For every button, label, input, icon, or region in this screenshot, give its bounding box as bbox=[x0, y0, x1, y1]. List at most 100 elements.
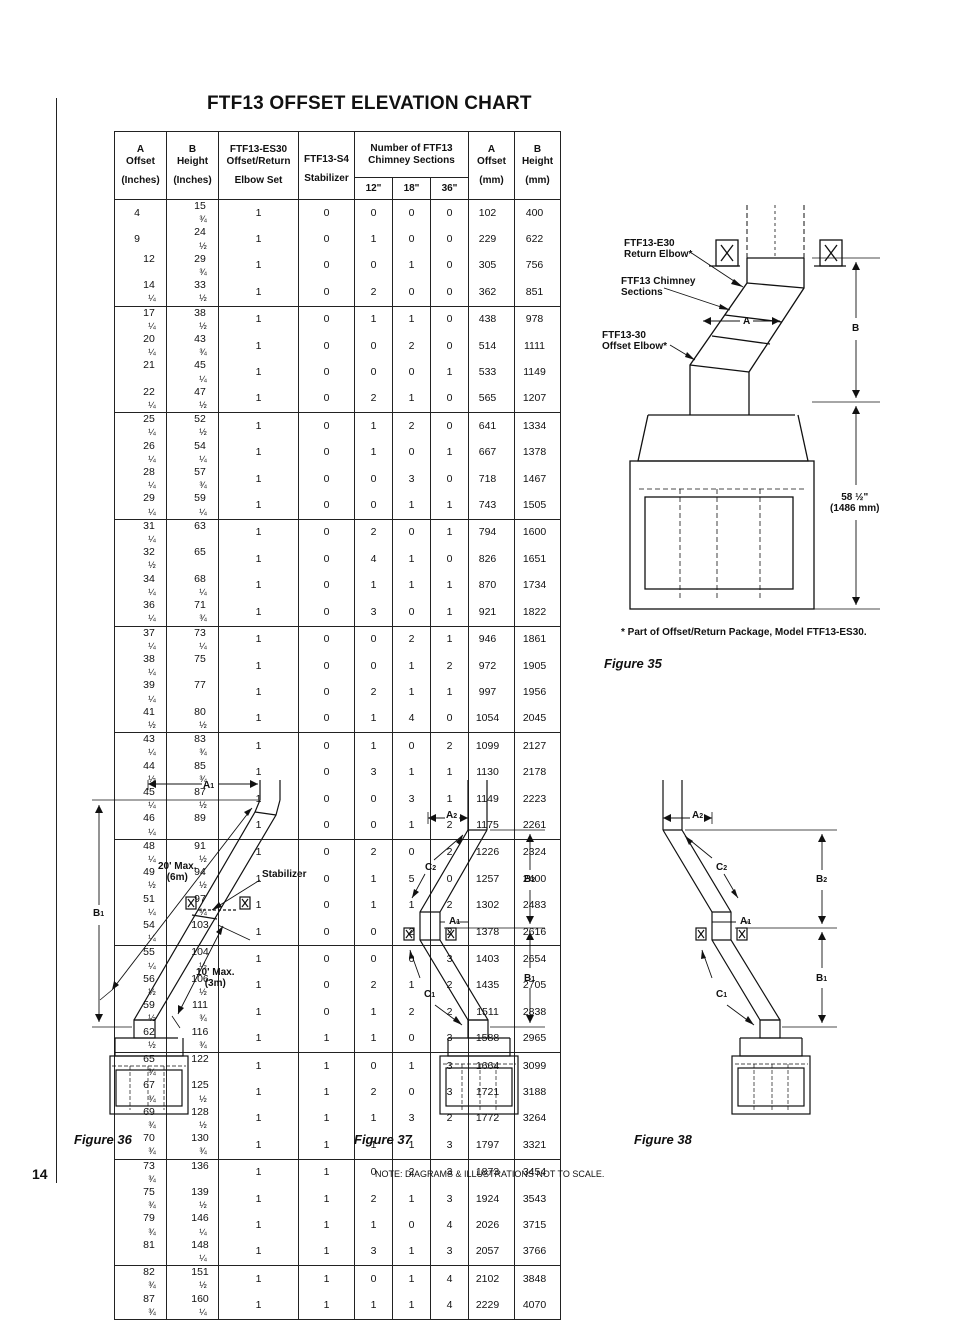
cell-a-inches: 73¾ bbox=[114, 1158, 167, 1187]
cell-a-mm: 305 bbox=[468, 252, 515, 280]
cell-s4: 0 bbox=[298, 732, 355, 760]
cell-12in: 1 bbox=[354, 732, 393, 760]
cell-a-inches: 4 bbox=[114, 199, 167, 227]
cell-b-mm: 1207 bbox=[514, 385, 561, 413]
cell-b-mm: 2045 bbox=[514, 705, 561, 733]
cell-18in: 1 bbox=[392, 492, 431, 520]
cell-18in: 1 bbox=[392, 1238, 431, 1266]
cell-b-mm: 3543 bbox=[514, 1186, 561, 1213]
cell-12in: 2 bbox=[354, 279, 393, 307]
cell-18in: 1 bbox=[392, 385, 431, 413]
cell-b-mm: 2127 bbox=[514, 732, 561, 760]
cell-es30: 1 bbox=[218, 679, 299, 706]
cell-36in: 1 bbox=[430, 518, 469, 547]
cell-s4: 0 bbox=[298, 252, 355, 280]
cell-12in: 0 bbox=[354, 918, 393, 946]
cell-a-mm: 1772 bbox=[468, 1105, 515, 1133]
cell-b-inches: 43¾ bbox=[166, 333, 219, 360]
label-b: B bbox=[852, 323, 860, 334]
cell-12in: 1 bbox=[354, 866, 393, 893]
cell-a-mm: 1378 bbox=[468, 918, 515, 946]
cell-a-inches: 34¼ bbox=[114, 572, 167, 600]
cell-b-inches: 63 bbox=[166, 518, 219, 547]
cell-36in: 1 bbox=[430, 625, 469, 653]
cell-b-inches: 89 bbox=[166, 812, 219, 840]
cell-12in: 1 bbox=[354, 1292, 393, 1320]
cell-18in: 0 bbox=[392, 199, 431, 227]
cell-a-mm: 718 bbox=[468, 466, 515, 493]
cell-36in: 0 bbox=[430, 466, 469, 493]
cell-a-inches: 69¾ bbox=[114, 1105, 167, 1133]
cell-36in: 0 bbox=[430, 412, 469, 440]
cell-36in: 0 bbox=[430, 252, 469, 280]
cell-36in: 3 bbox=[430, 1079, 469, 1106]
cell-a-mm: 667 bbox=[468, 439, 515, 467]
cell-s4: 0 bbox=[298, 679, 355, 706]
cell-es30: 1 bbox=[218, 199, 299, 227]
fig37-label-c1: C1 bbox=[424, 989, 436, 1000]
cell-a-inches: 9 bbox=[114, 226, 167, 253]
cell-12in: 1 bbox=[354, 999, 393, 1026]
cell-18in: 0 bbox=[392, 439, 431, 467]
cell-36in: 0 bbox=[430, 333, 469, 360]
cell-36in: 3 bbox=[430, 945, 469, 973]
cell-b-mm: 3264 bbox=[514, 1105, 561, 1133]
cell-36in: 4 bbox=[430, 1212, 469, 1239]
cell-a-mm: 565 bbox=[468, 385, 515, 413]
cell-18in: 1 bbox=[392, 305, 431, 334]
cell-es30: 1 bbox=[218, 226, 299, 253]
cell-36in: 0 bbox=[430, 705, 469, 733]
fig36-label-10max: 10' Max.(3m) bbox=[196, 967, 235, 989]
cell-s4: 1 bbox=[298, 1025, 355, 1053]
cell-18in: 0 bbox=[392, 599, 431, 626]
cell-s4: 1 bbox=[298, 1132, 355, 1160]
cell-s4: 0 bbox=[298, 759, 355, 786]
cell-b-inches: 160¼ bbox=[166, 1292, 219, 1320]
cell-b-inches: 139½ bbox=[166, 1186, 219, 1213]
cell-s4: 0 bbox=[298, 572, 355, 600]
cell-36in: 1 bbox=[430, 439, 469, 467]
cell-es30: 1 bbox=[218, 1238, 299, 1266]
cell-a-inches: 12 bbox=[114, 252, 167, 280]
fig38-label-c1: C1 bbox=[716, 989, 728, 1000]
cell-36in: 0 bbox=[430, 226, 469, 253]
cell-a-mm: 641 bbox=[468, 412, 515, 440]
cell-s4: 1 bbox=[298, 1265, 355, 1293]
cell-es30: 1 bbox=[218, 385, 299, 413]
fig37-label-a2: A2 bbox=[446, 810, 458, 821]
cell-es30: 1 bbox=[218, 492, 299, 520]
cell-a-inches: 36¼ bbox=[114, 599, 167, 626]
cell-36in: 1 bbox=[430, 785, 469, 813]
cell-18in: 1 bbox=[392, 1052, 431, 1080]
cell-12in: 3 bbox=[354, 759, 393, 786]
cell-s4: 0 bbox=[298, 305, 355, 334]
header-18in: 18" bbox=[392, 177, 431, 200]
cell-b-inches: 45¼ bbox=[166, 359, 219, 386]
cell-b-mm: 3099 bbox=[514, 1052, 561, 1080]
cell-12in: 0 bbox=[354, 333, 393, 360]
cell-b-inches: 97¾ bbox=[166, 892, 219, 919]
cell-a-mm: 1130 bbox=[468, 759, 515, 786]
cell-b-inches: 54¼ bbox=[166, 439, 219, 467]
cell-36in: 0 bbox=[430, 385, 469, 413]
cell-18in: 2 bbox=[392, 333, 431, 360]
cell-a-mm: 1054 bbox=[468, 705, 515, 733]
figure-36-caption: Figure 36 bbox=[74, 1132, 132, 1147]
cell-s4: 0 bbox=[298, 518, 355, 547]
